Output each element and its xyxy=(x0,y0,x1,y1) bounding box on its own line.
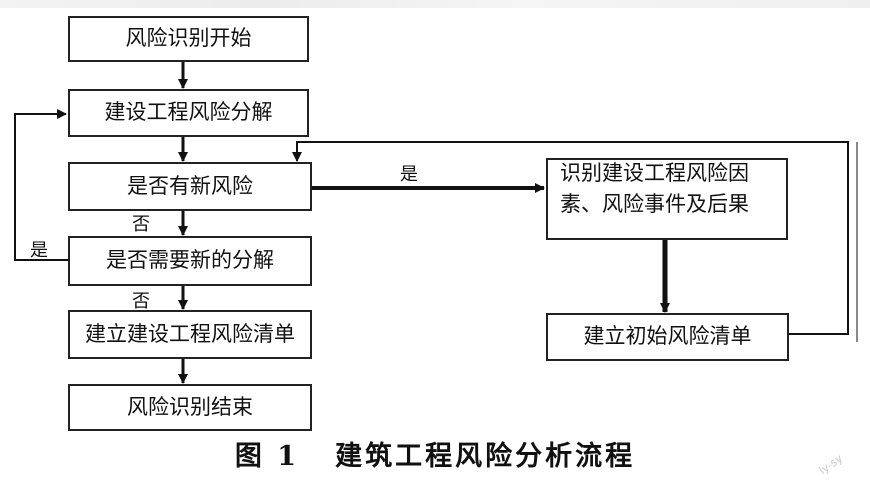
arrow-yes-loop-back xyxy=(14,109,68,261)
label-no-upper: 否 xyxy=(132,214,150,235)
box-identify-risk-factors: 识别建设工程风险因 素、风险事件及后果 xyxy=(546,158,788,240)
box-label: 建立建设工程风险清单 xyxy=(85,321,295,346)
box-label: 是否有新风险 xyxy=(127,173,253,198)
box-initial-risk-list: 建立初始风险清单 xyxy=(546,313,789,361)
box-label-line2: 素、风险事件及后果 xyxy=(560,192,749,217)
label-no-lower: 否 xyxy=(132,291,150,312)
arrow-initial-list-feedback xyxy=(292,141,849,335)
figure-number: 图 1 xyxy=(234,441,300,472)
box-build-risk-list: 建立建设工程风险清单 xyxy=(68,310,312,359)
label-yes-right: 是 xyxy=(400,164,418,185)
box-risk-identification-end: 风险识别结束 xyxy=(68,384,312,431)
box-risk-identification-start: 风险识别开始 xyxy=(68,16,309,62)
box-risk-decomposition: 建设工程风险分解 xyxy=(68,89,309,137)
figure-title: 建筑工程风险分析流程 xyxy=(335,441,636,472)
label-yes-left: 是 xyxy=(30,240,48,261)
box-label: 是否需要新的分解 xyxy=(106,248,274,273)
box-label: 风险识别结束 xyxy=(127,394,253,419)
box-label: 风险识别开始 xyxy=(125,26,252,51)
box-need-decomposition-decision: 是否需要新的分解 xyxy=(68,236,312,286)
box-label: 建设工程风险分解 xyxy=(104,100,273,125)
figure-caption: 图 1 建筑工程风险分析流程 xyxy=(0,434,870,473)
box-new-risk-decision: 是否有新风险 xyxy=(68,162,312,211)
box-label: 建立初始风险清单 xyxy=(583,324,752,349)
box-label-line1: 识别建设工程风险因 xyxy=(560,161,749,185)
top-edge-strip xyxy=(0,0,870,8)
